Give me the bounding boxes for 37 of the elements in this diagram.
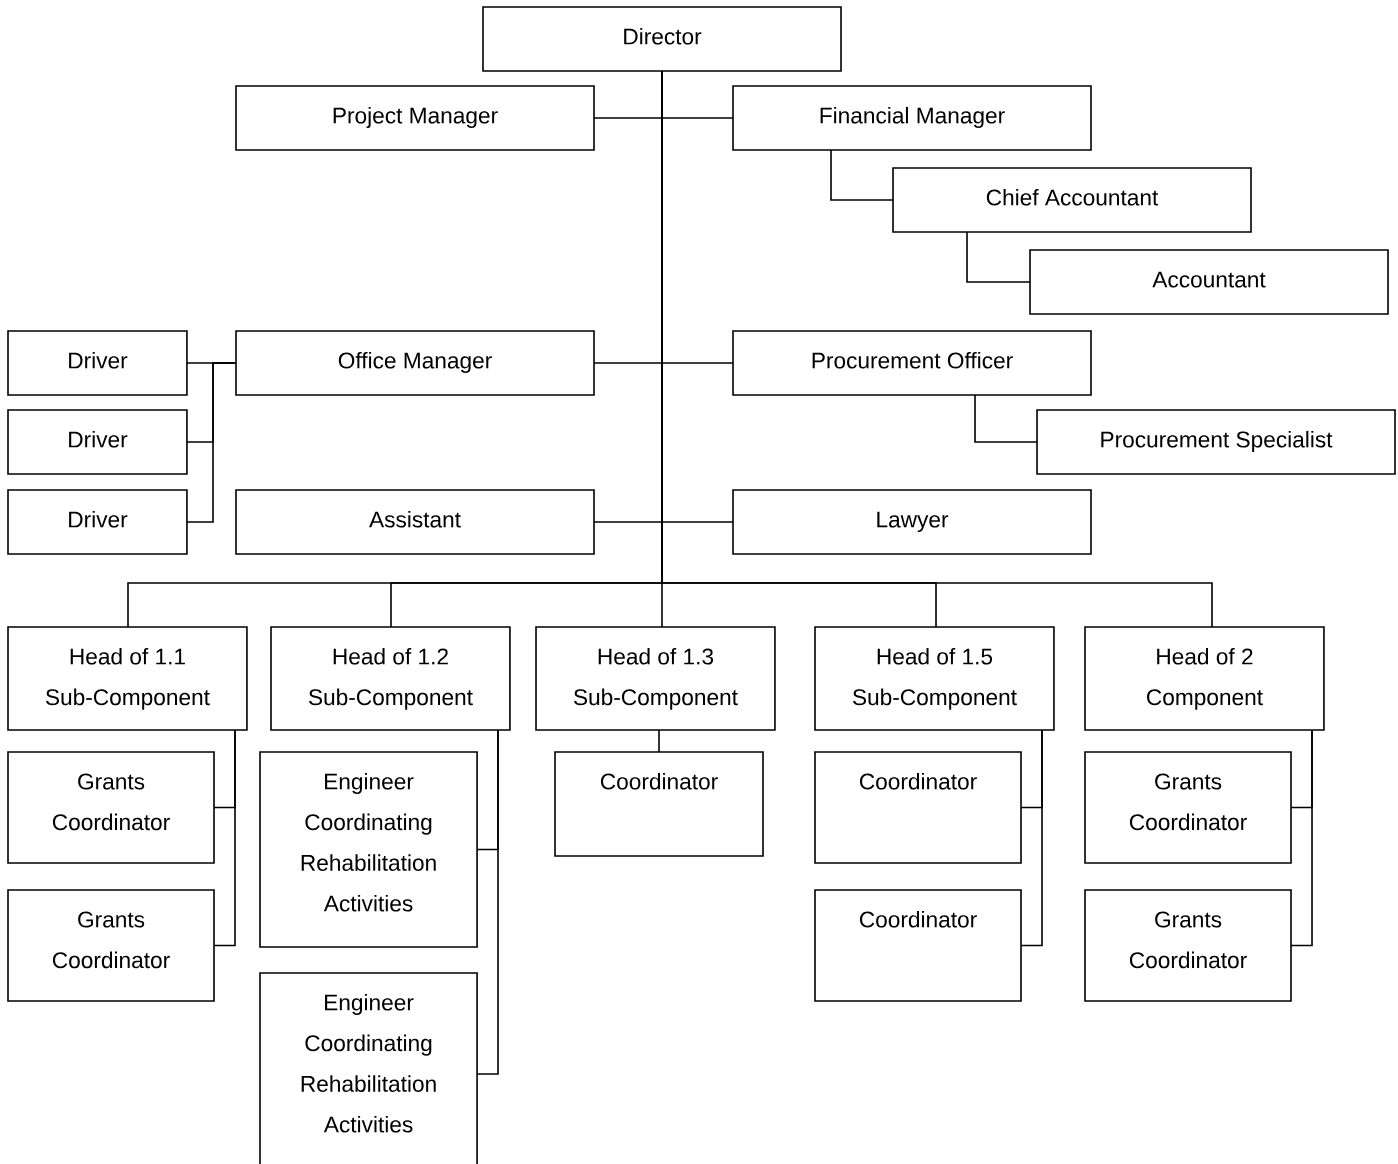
org-box: Driver (7, 409, 188, 475)
org-box: Assistant (235, 489, 595, 555)
org-box: Head of 1.2 Sub-Component (270, 626, 511, 731)
connector-line (1020, 729, 1043, 947)
org-box: Director (482, 6, 842, 72)
org-box: Procurement Officer (732, 330, 1092, 396)
connector-line (1290, 729, 1313, 947)
connector-line (661, 70, 1213, 628)
connector-line (966, 231, 1031, 283)
org-box: Grants Coordinator (7, 889, 215, 1002)
connector-line (658, 729, 660, 753)
org-box: Lawyer (732, 489, 1092, 555)
org-box: Grants Coordinator (1084, 889, 1292, 1002)
connector-line (830, 149, 894, 201)
org-box: Engineer Coordinating Rehabilitation Activities (259, 972, 478, 1164)
org-box: Project Manager (235, 85, 595, 151)
connector-line (974, 394, 1038, 443)
org-box: Accountant (1029, 249, 1389, 315)
org-box: Coordinator (554, 751, 764, 857)
org-box: Grants Coordinator (1084, 751, 1292, 864)
org-box: Financial Manager (732, 85, 1092, 151)
org-box: Head of 1.3 Sub-Component (535, 626, 776, 731)
org-box: Head of 1.5 Sub-Component (814, 626, 1055, 731)
org-box: Coordinator (814, 751, 1022, 864)
connector-line (186, 362, 237, 523)
org-box: Driver (7, 330, 188, 396)
org-box: Head of 2 Component (1084, 626, 1325, 731)
org-box: Chief Accountant (892, 167, 1252, 233)
org-box: Office Manager (235, 330, 595, 396)
connector-line (476, 729, 499, 1075)
org-box: Procurement Specialist (1036, 409, 1396, 475)
org-box: Driver (7, 489, 188, 555)
connector-line (213, 729, 236, 947)
org-box: Head of 1.1 Sub-Component (7, 626, 248, 731)
org-box: Grants Coordinator (7, 751, 215, 864)
org-box: Coordinator (814, 889, 1022, 1002)
org-box: Engineer Coordinating Rehabilitation Activities (259, 751, 478, 948)
